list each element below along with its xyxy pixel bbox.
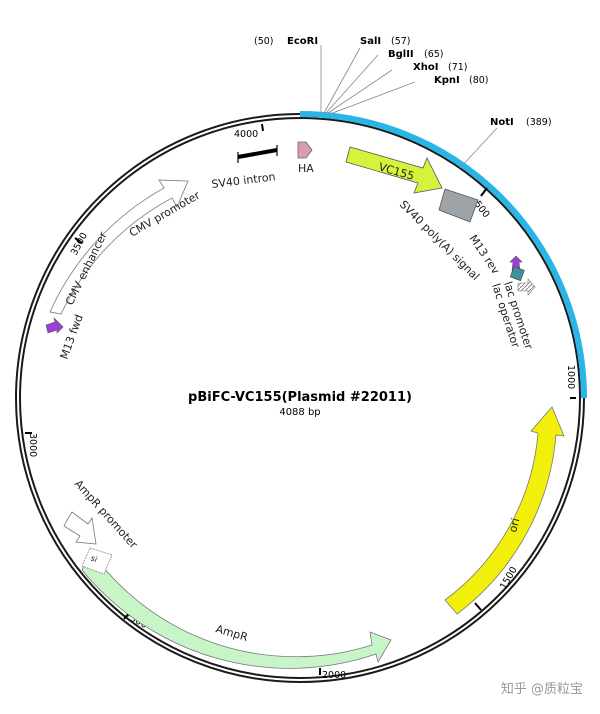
feature-si: si <box>81 547 113 575</box>
tick-label-4000: 4000 <box>234 129 258 140</box>
site-bglii: BglII (65) <box>388 49 444 60</box>
site-ecori: (50) EcoRI <box>254 36 318 47</box>
feature-ha: HA <box>297 141 314 175</box>
site-noti-pos: (389) <box>526 117 552 128</box>
feature-ori: ori <box>444 406 565 615</box>
site-kpni: KpnI (80) <box>434 75 489 86</box>
map-length: 4088 bp <box>279 407 320 418</box>
feature-m13-fwd: M13 fwd <box>45 313 86 361</box>
site-noti-name: NotI <box>490 117 514 128</box>
tick-label-2000: 2000 <box>322 670 346 681</box>
site-xhoi-pos: (71) <box>448 62 468 73</box>
site-ecori-pos: (50) <box>254 36 274 47</box>
watermark: 知乎 @质粒宝 <box>501 681 583 697</box>
site-noti: NotI (389) <box>490 117 552 128</box>
feature-si-label: si <box>89 554 98 565</box>
site-xhoi-name: XhoI <box>413 62 438 73</box>
feature-sv40-intron-label: SV40 intron <box>211 170 276 191</box>
site-sali-pos: (57) <box>391 36 411 47</box>
feature-vc155: VC155 <box>345 146 443 194</box>
tick-label-3000: 3000 <box>27 433 38 457</box>
site-sali-name: SalI <box>360 36 381 47</box>
feature-ampr-promoter: AmpR promoter <box>63 477 140 551</box>
site-ecori-name: EcoRI <box>287 36 318 47</box>
insert-region-arc <box>299 111 587 399</box>
feature-sv40-intron: SV40 intron <box>211 145 278 191</box>
feature-ampr-label: AmpR <box>214 622 250 644</box>
tick-label-1000: 1000 <box>565 365 576 389</box>
site-leader-lines <box>320 45 498 169</box>
feature-m13-fwd-label: M13 fwd <box>58 313 86 361</box>
feature-sv40-polya: SV40 poly(A) signal <box>397 188 482 283</box>
site-xhoi: XhoI (71) <box>413 62 468 73</box>
feature-ha-label: HA <box>298 162 314 175</box>
site-kpni-pos: (80) <box>469 75 489 86</box>
site-bglii-pos: (65) <box>424 49 444 60</box>
feature-ampr: AmpR <box>81 549 392 669</box>
site-kpni-name: KpnI <box>434 75 460 86</box>
map-title: pBiFC-VC155(Plasmid #22011) <box>188 390 412 405</box>
site-bglii-name: BglII <box>388 49 414 60</box>
feature-ori-label: ori <box>506 517 522 534</box>
site-sali: SalI (57) <box>360 36 411 47</box>
